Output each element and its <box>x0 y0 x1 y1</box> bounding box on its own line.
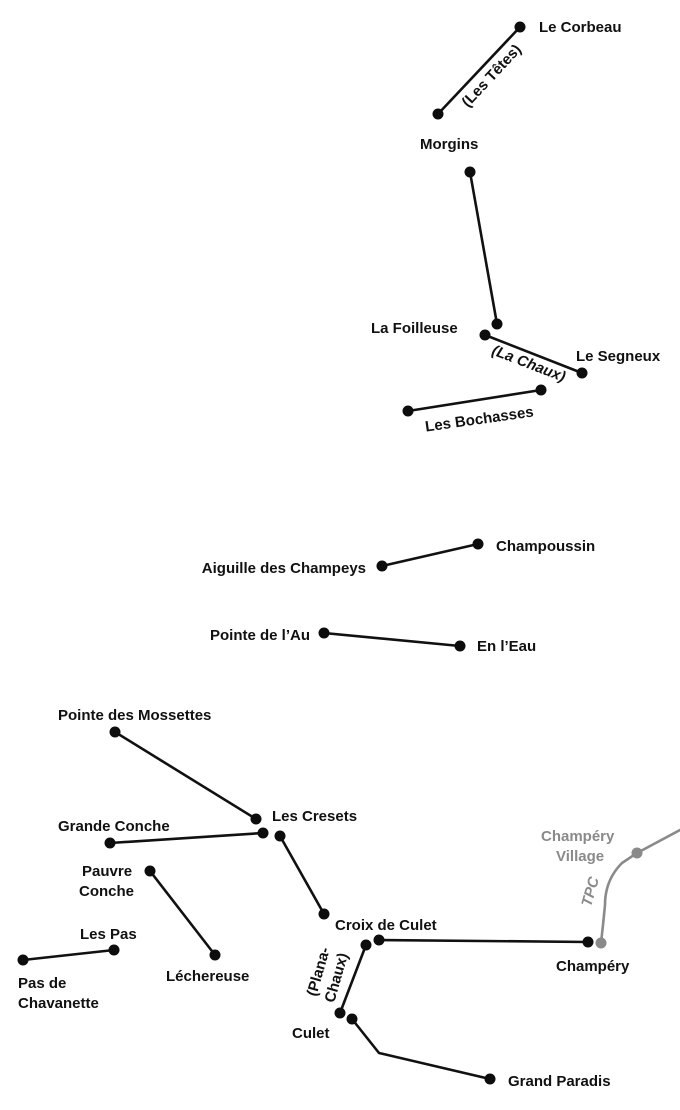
station-dot-les-cresets-3 <box>274 830 286 842</box>
lift-label-tpc: TPC <box>578 874 603 909</box>
station-dot-le-segneux <box>576 367 588 379</box>
station-dot-les-cresets-2 <box>257 827 269 839</box>
station-dot-tpc-champery <box>595 937 607 949</box>
lift-la-chaux <box>483 333 584 375</box>
station-dot-bochasses-bottom <box>402 405 414 417</box>
label-champoussin: Champoussin <box>496 538 595 555</box>
label-pas-de-chavanette-2: Chavanette <box>18 995 99 1012</box>
station-dot-les-cresets-1 <box>250 813 262 825</box>
label-pointe-des-mossettes: Pointe des Mossettes <box>58 707 211 724</box>
lift-les-tetes <box>436 25 522 116</box>
lift-pauvre-conche <box>148 869 217 957</box>
label-le-segneux: Le Segneux <box>576 348 661 365</box>
label-champery-village-2: Village <box>556 848 604 865</box>
label-grande-conche: Grande Conche <box>58 818 170 835</box>
lift-pointe-des-mossettes <box>113 730 258 821</box>
station-dot-pointe-des-mossettes <box>109 726 121 738</box>
label-pauvre-conche-2: Conche <box>79 883 134 900</box>
label-champery-village-1: Champéry <box>541 828 615 845</box>
lift-champoussin <box>380 542 480 568</box>
label-pas-de-chavanette-1: Pas de <box>18 975 66 992</box>
station-dot-lechereuse <box>209 949 221 961</box>
lift-plana-chaux <box>338 943 368 1015</box>
station-dot-culet-1 <box>334 1007 346 1019</box>
label-les-bochasses: Les Bochasses <box>424 404 535 436</box>
tpc-line <box>599 828 680 945</box>
lift-les-bochasses <box>406 388 543 413</box>
label-croix-de-culet: Croix de Culet <box>335 917 437 934</box>
label-aiguille-des-champeys: Aiguille des Champeys <box>202 560 366 577</box>
lift-label-les-tetes: (Les Têtes) <box>458 41 524 111</box>
label-lechereuse: Léchereuse <box>166 968 249 985</box>
lift-les-cresets-croix <box>278 834 326 916</box>
station-dot-foilleuse-top <box>491 318 503 330</box>
station-dot-grande-conche <box>104 837 116 849</box>
lift-champery-croix <box>377 938 590 944</box>
label-morgins: Morgins <box>420 136 478 153</box>
station-dot-les-tetes-bottom <box>432 108 444 120</box>
station-dot-pointe-de-lau <box>318 627 330 639</box>
lift-grand-paradis <box>350 1017 492 1081</box>
lift-les-pas <box>21 948 116 962</box>
station-dot-grand-paradis <box>484 1073 496 1085</box>
station-dot-croix-de-culet-3 <box>360 939 372 951</box>
station-dot-les-pas <box>108 944 120 956</box>
station-dot-champoussin <box>472 538 484 550</box>
station-dot-la-foilleuse <box>479 329 491 341</box>
station-dot-pauvre-conche <box>144 865 156 877</box>
station-dot-culet-2 <box>346 1013 358 1025</box>
label-la-foilleuse: La Foilleuse <box>371 320 458 337</box>
station-dot-le-corbeau <box>514 21 526 33</box>
lift-morgins-foilleuse <box>468 170 499 326</box>
station-dot-morgins <box>464 166 476 178</box>
label-grand-paradis: Grand Paradis <box>508 1073 611 1090</box>
station-dot-champery <box>582 936 594 948</box>
station-dot-croix-de-culet-2 <box>373 934 385 946</box>
station-dot-en-leau <box>454 640 466 652</box>
label-en-leau: En l’Eau <box>477 638 536 655</box>
label-champery: Champéry <box>556 958 630 975</box>
station-dot-pas-de-chavanette <box>17 954 29 966</box>
label-culet: Culet <box>292 1025 330 1042</box>
label-les-pas: Les Pas <box>80 926 137 943</box>
station-dot-croix-de-culet-1 <box>318 908 330 920</box>
station-dot-aiguille-des-champeys <box>376 560 388 572</box>
station-dot-bochasses-top <box>535 384 547 396</box>
station-dot-champery-village <box>631 847 643 859</box>
label-pointe-de-lau: Pointe de l’Au <box>210 627 310 644</box>
label-pauvre-conche-1: Pauvre <box>82 863 132 880</box>
label-les-cresets: Les Cresets <box>272 808 357 825</box>
label-le-corbeau: Le Corbeau <box>539 19 622 36</box>
lift-grande-conche <box>108 831 265 845</box>
lift-pointe-de-lau <box>322 631 462 648</box>
